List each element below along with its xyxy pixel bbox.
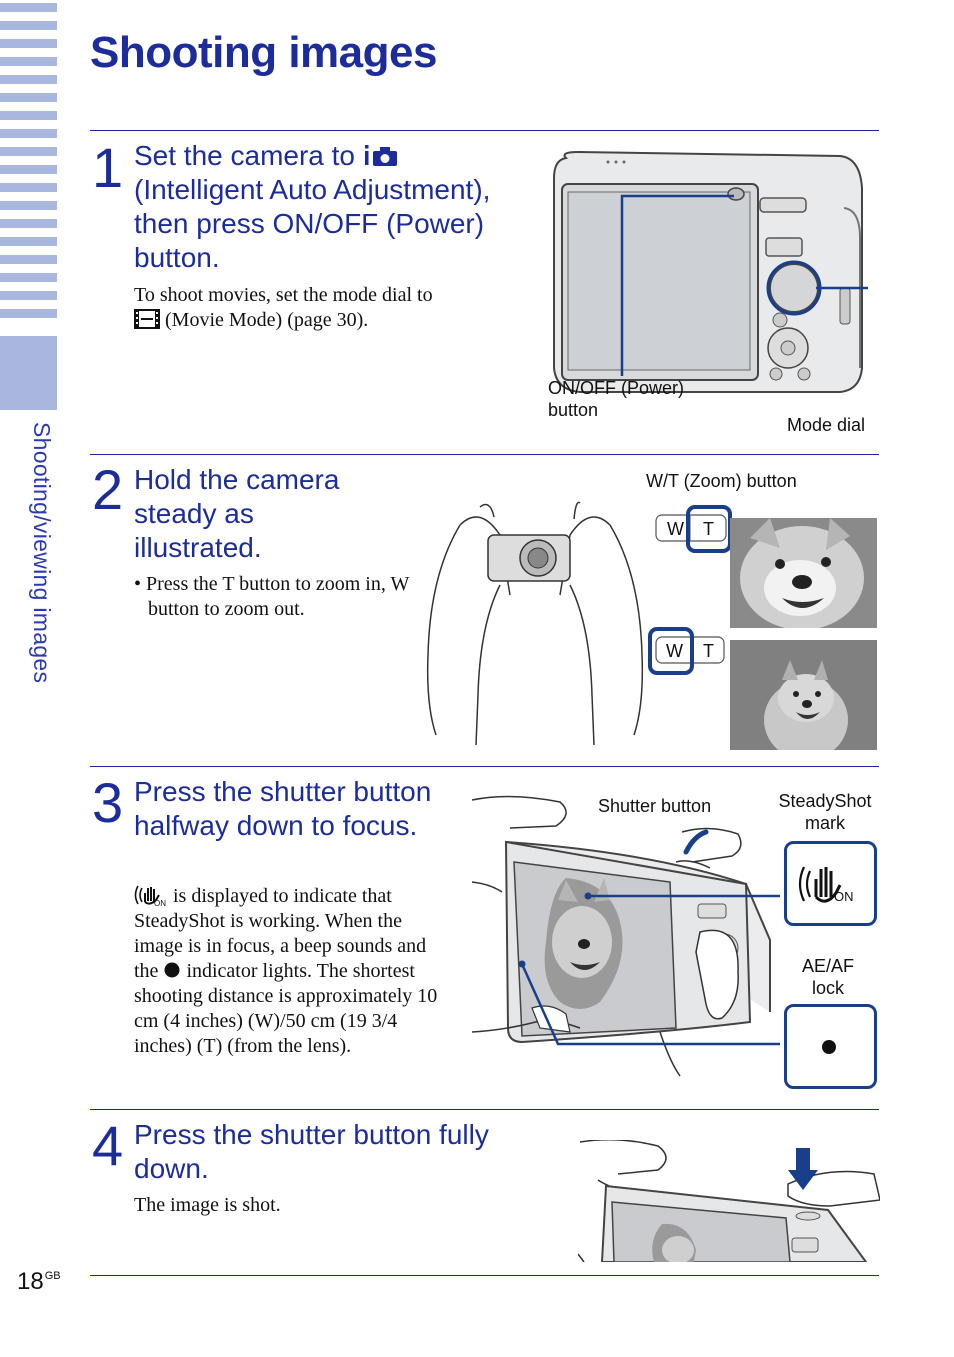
steadyshot-mark-box: ON: [784, 841, 877, 926]
page-number-value: 18: [17, 1268, 44, 1295]
shutter-halfway-illustration: [471, 795, 780, 1077]
step-divider: [90, 454, 879, 455]
step-3-body-text: is displayed to indicate that SteadyShot…: [134, 885, 427, 982]
mode-dial-callout: Mode dial: [787, 415, 866, 435]
step-1-heading-post: (Intelligent Auto Adjustment), then pres…: [134, 174, 491, 273]
step-4-heading: Press the shutter button fully down.: [134, 1119, 489, 1184]
zoom-button-wide: [648, 627, 725, 675]
shutter-button-callout: Shutter button: [598, 796, 712, 816]
w-label: W: [667, 519, 684, 539]
footer-rule: [90, 1275, 879, 1276]
step-4-number: 4: [92, 1114, 124, 1177]
step-3-heading: Press the shutter button halfway down to…: [134, 776, 432, 841]
step-1-heading-pre: Set the camera to: [134, 140, 356, 171]
focus-indicator-icon: [164, 962, 180, 978]
step-divider: [90, 1109, 879, 1110]
power-button-callout: ON/OFF (Power) button: [548, 378, 685, 420]
svg-text:ON: ON: [154, 899, 166, 906]
hands-holding-camera-illustration: [426, 501, 644, 746]
ae-af-lock-callout: AE/AF lock: [801, 956, 854, 998]
step-3-body-text2: indicator lights. The shortest shooting …: [134, 960, 438, 1057]
step-3-number: 3: [92, 771, 124, 834]
page-number-suffix: GB: [44, 1270, 61, 1282]
step-2-bullet-text: Press the T button to zoom in, W button …: [146, 573, 409, 620]
step-divider: [90, 130, 879, 131]
dog-photo-tele: [730, 518, 877, 628]
t-label: T: [703, 519, 714, 539]
step-4-body: The image is shot.: [134, 1194, 281, 1216]
dog-photo-wide: [730, 640, 877, 750]
svg-text:ON: ON: [834, 889, 854, 904]
step-divider: [90, 766, 879, 767]
zoom-button-tele: [655, 505, 732, 553]
step-2-number: 2: [92, 458, 124, 521]
step-1-body-line2: (Movie Mode) (page 30).: [165, 309, 369, 331]
zoom-button-callout: W/T (Zoom) button: [646, 471, 797, 491]
steadyshot-icon: ON: [134, 885, 166, 908]
w-label: W: [666, 641, 683, 661]
step-2-bullet: • Press the T button to zoom in, W butto…: [134, 573, 409, 620]
step-2-heading: Hold the camera steady as illustrated.: [134, 464, 340, 563]
step-3-body: ON is displayed to indicate that SteadyS…: [134, 884, 444, 1059]
steadyshot-mark-callout: SteadyShot mark: [778, 791, 872, 833]
section-tab-label[interactable]: Shooting/viewing images: [29, 422, 55, 684]
step-1-heading: Set the camera to (Intelligent Auto Adju…: [134, 139, 534, 275]
page-number: 18GB: [17, 1268, 61, 1296]
ae-af-lock-box: [784, 1004, 877, 1089]
camera-back-illustration: [553, 150, 868, 393]
t-label: T: [703, 641, 714, 661]
shutter-full-press-illustration: [578, 1140, 880, 1262]
step-1-body: To shoot movies, set the mode dial to (M…: [134, 283, 494, 333]
page-title: Shooting images: [90, 28, 437, 77]
step-1-number: 1: [92, 136, 124, 199]
intelligent-auto-icon: [364, 145, 397, 166]
movie-mode-icon: [134, 309, 160, 329]
step-1-body-line1: To shoot movies, set the mode dial to: [134, 284, 433, 306]
